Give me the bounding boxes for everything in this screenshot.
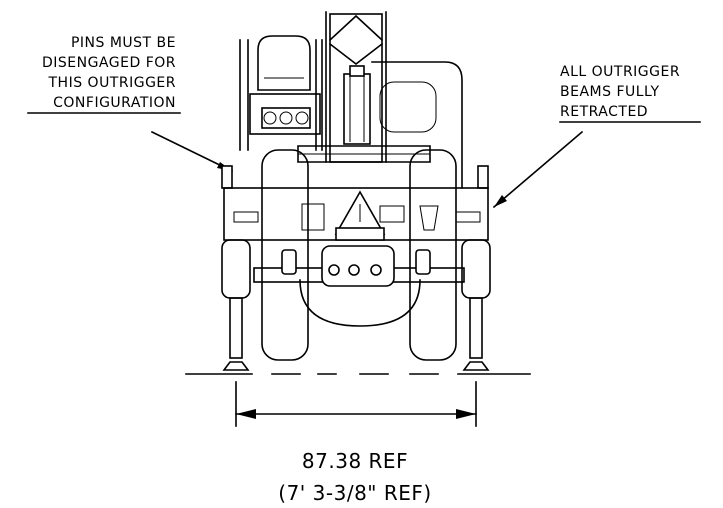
left-outrigger-pad [222, 361, 250, 371]
right-outrigger-pin [477, 165, 489, 189]
left-note-line-3: THIS OUTRIGGER [48, 75, 177, 91]
cab-outline [371, 61, 463, 189]
left-rear-tire [261, 149, 309, 361]
right-note-line-3: RETRACTED [560, 104, 648, 120]
left-note: PINS MUST BE DISENGAGED FOR THIS OUTRIGG… [27, 35, 234, 173]
machine-front-view [221, 11, 491, 371]
right-outrigger-beam [461, 239, 491, 299]
left-outrigger-leg [229, 297, 243, 359]
dimension-arrow-right [456, 409, 476, 419]
right-outrigger-leg [469, 297, 483, 359]
right-note-line-2: BEAMS FULLY [560, 84, 660, 100]
left-note-line-4: CONFIGURATION [53, 95, 176, 111]
right-outrigger-pad [462, 361, 490, 371]
right-rear-tire [409, 149, 457, 361]
left-leader-line [150, 130, 234, 173]
mast-cylinder [343, 73, 371, 145]
dimension-secondary-value: (7' 3-3/8" REF) [278, 481, 431, 505]
right-note: ALL OUTRIGGER BEAMS FULLY RETRACTED [492, 64, 701, 209]
right-note-line-1: ALL OUTRIGGER [560, 64, 680, 80]
operator-seat [257, 35, 311, 91]
right-leader-line [492, 130, 584, 209]
cab-window [379, 81, 437, 133]
deck-platform [297, 145, 431, 163]
left-outrigger-beam [221, 239, 251, 299]
width-dimension: 87.38 REF (7' 3-3/8" REF) [235, 381, 477, 505]
left-note-line-2: DISENGAGED FOR [42, 55, 176, 71]
left-outrigger-pin [221, 165, 233, 189]
axle-housing [299, 279, 421, 327]
dimension-value: 87.38 REF [302, 449, 408, 473]
left-note-line-1: PINS MUST BE [71, 35, 176, 51]
dimension-arrow-left [236, 409, 256, 419]
right-leader-arrowhead [494, 195, 507, 207]
control-panel [335, 227, 385, 241]
